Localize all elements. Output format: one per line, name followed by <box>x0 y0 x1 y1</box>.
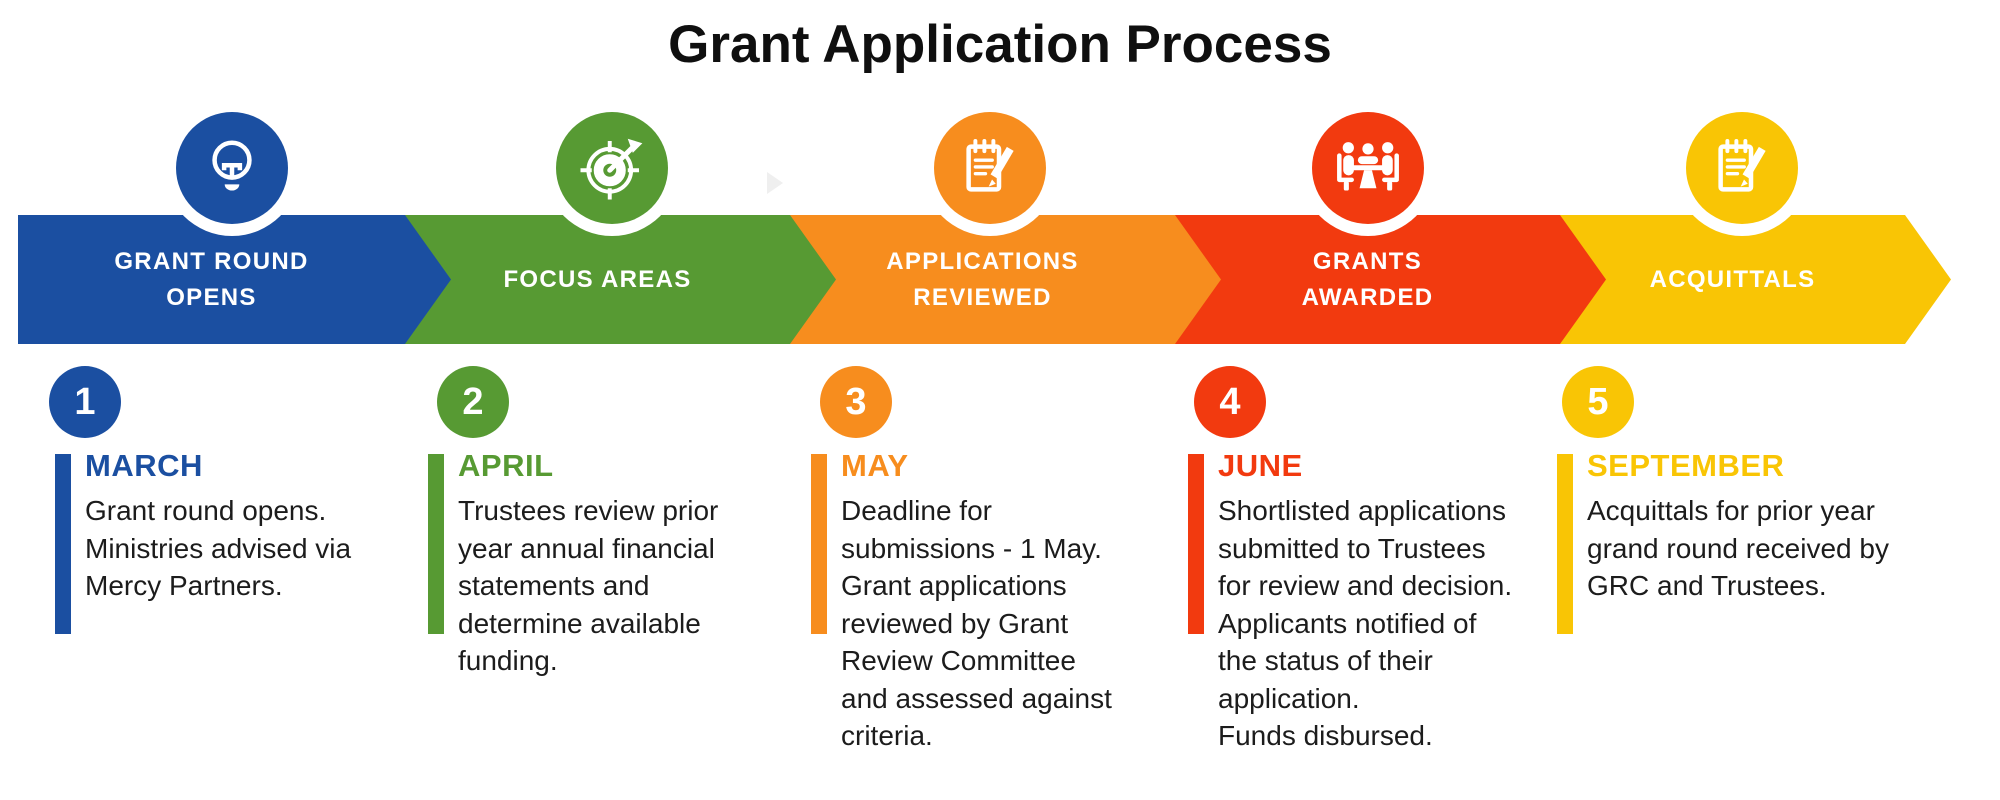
stage-icon-disc <box>176 112 288 224</box>
step-number-badge: 4 <box>1194 366 1266 438</box>
stage-description: Shortlisted applications submitted to Tr… <box>1218 495 1513 751</box>
stage-description: Grant round opens. Ministries advised vi… <box>85 495 352 601</box>
stage-icon-circle <box>922 100 1058 236</box>
accent-bar <box>1188 454 1204 634</box>
step-number-badge: 1 <box>49 366 121 438</box>
month-heading: APRIL <box>458 448 554 483</box>
page-title: Grant Application Process <box>668 15 1332 74</box>
stage-icon-circle <box>164 100 300 236</box>
step-number-badge: 3 <box>820 366 892 438</box>
stage-icon-disc <box>934 112 1046 224</box>
stage-chevron: ACQUITTALS <box>1560 215 1951 344</box>
stage-icon-circle <box>544 100 680 236</box>
notepad-pencil-icon <box>966 139 1014 192</box>
month-heading: MAY <box>841 448 909 483</box>
stage-chevron: FOCUS AREAS <box>405 215 836 344</box>
month-heading: MARCH <box>85 448 203 483</box>
lightbulb-icon <box>212 140 252 191</box>
stage-banner-label: GRANTS AWARDED <box>1301 247 1434 311</box>
stage-description: Deadline for submissions - 1 May. Grant … <box>841 495 1112 751</box>
accent-bar <box>811 454 827 634</box>
stage-icon-circle <box>1674 100 1810 236</box>
stage-chevron: GRANT ROUND OPENS <box>18 215 451 344</box>
accent-bar <box>55 454 71 634</box>
target-arrow-icon <box>580 138 643 200</box>
stage-banner-label: GRANT ROUND OPENS <box>114 247 309 311</box>
meeting-table-icon <box>1337 142 1399 191</box>
stage-banner-label: APPLICATIONS REVIEWED <box>886 247 1079 311</box>
step-number-badge: 2 <box>437 366 509 438</box>
play-arrow-artifact <box>767 172 783 194</box>
month-heading: JUNE <box>1218 448 1303 483</box>
stage-chevron: APPLICATIONS REVIEWED <box>790 215 1221 344</box>
stage-icon-disc <box>556 112 668 224</box>
stage-banner-label: FOCUS AREAS <box>503 265 692 293</box>
stage-icon-disc <box>1312 112 1424 224</box>
stage-description: Acquittals for prior year grand round re… <box>1587 495 1889 601</box>
stage-icon-circle <box>1300 100 1436 236</box>
step-number-badge: 5 <box>1562 366 1634 438</box>
stage-description: Trustees review prior year annual financ… <box>458 495 719 676</box>
notepad-pencil-icon <box>1718 139 1766 192</box>
stage-chevron: GRANTS AWARDED <box>1175 215 1606 344</box>
accent-bar <box>1557 454 1573 634</box>
stage-icon-disc <box>1686 112 1798 224</box>
accent-bar <box>428 454 444 634</box>
month-heading: SEPTEMBER <box>1587 448 1785 483</box>
stage-banner-label: ACQUITTALS <box>1649 265 1816 293</box>
